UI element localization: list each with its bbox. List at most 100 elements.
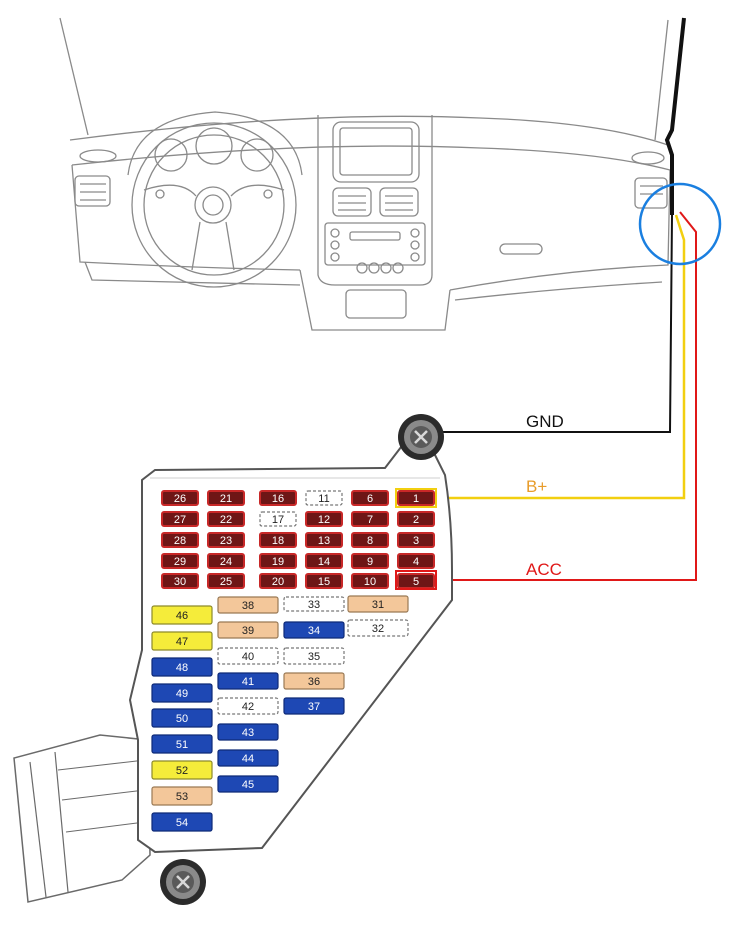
fuse-29: 29 <box>161 553 199 569</box>
fuse-31: 31 <box>347 595 409 613</box>
fuse-53-label: 53 <box>176 791 188 803</box>
fuse-27: 27 <box>161 511 199 527</box>
fuse-50: 50 <box>151 708 213 728</box>
fuse-51-label: 51 <box>176 739 188 751</box>
fuse-31-label: 31 <box>372 599 384 611</box>
fuse-46: 46 <box>151 605 213 625</box>
fuse-22: 22 <box>207 511 245 527</box>
wires <box>421 17 697 581</box>
fuse-49-label: 49 <box>176 688 188 700</box>
fuse-11-label: 11 <box>318 493 329 505</box>
fuse-48-label: 48 <box>176 662 188 674</box>
fuse-21-label: 21 <box>220 493 232 505</box>
fuse-25: 25 <box>207 573 245 589</box>
fuse-49: 49 <box>151 683 213 703</box>
fuse-22-label: 22 <box>220 514 232 526</box>
fuse-54-label: 54 <box>176 817 188 829</box>
fuse-35: 35 <box>283 647 345 665</box>
fuse-9-label: 9 <box>367 556 373 568</box>
fuse-40: 40 <box>217 647 279 665</box>
fuse-40-label: 40 <box>242 651 254 663</box>
fuse-39-label: 39 <box>242 625 254 637</box>
fuse-3: 3 <box>397 532 435 548</box>
fuse-20: 20 <box>259 573 297 589</box>
fuse-47-label: 47 <box>176 636 188 648</box>
fuse-41: 41 <box>217 672 279 690</box>
gnd-label: GND <box>526 412 564 431</box>
fuse-34-label: 34 <box>308 625 320 637</box>
fuse-42: 42 <box>217 697 279 715</box>
bplus-wire <box>430 214 686 500</box>
fuse-34: 34 <box>283 621 345 639</box>
fuse-35-label: 35 <box>308 651 320 663</box>
fuse-44: 44 <box>217 749 279 767</box>
fuse-23-label: 23 <box>220 535 232 547</box>
fuse-5: 5 <box>397 573 435 589</box>
fuse-14: 14 <box>305 553 343 569</box>
fuse-33: 33 <box>283 596 345 612</box>
fuse-19-label: 19 <box>272 556 284 568</box>
fuse-16: 16 <box>259 490 297 506</box>
fuse-28-label: 28 <box>174 535 186 547</box>
fuse-8: 8 <box>351 532 389 548</box>
fuse-15-label: 15 <box>318 576 330 588</box>
fuse-19: 19 <box>259 553 297 569</box>
fuse-43: 43 <box>217 723 279 741</box>
fuse-4-label: 4 <box>413 556 419 568</box>
fuse-24-label: 24 <box>220 556 232 568</box>
fuse-17: 17 <box>259 511 297 527</box>
fuse-11: 11 <box>305 490 343 506</box>
fuse-27-label: 27 <box>174 514 186 526</box>
fuse-9: 9 <box>351 553 389 569</box>
fuse-43-label: 43 <box>242 727 254 739</box>
fuse-7-label: 7 <box>367 514 373 526</box>
fuse-25-label: 25 <box>220 576 232 588</box>
fuse-12-label: 12 <box>318 514 330 526</box>
fuse-26-label: 26 <box>174 493 186 505</box>
fuse-17-label: 17 <box>272 514 284 526</box>
fuse-26: 26 <box>161 490 199 506</box>
fuse-5-highlight <box>395 570 437 590</box>
fuse-45-label: 45 <box>242 779 254 791</box>
fuse-36-label: 36 <box>308 676 320 688</box>
fuse-4: 4 <box>397 553 435 569</box>
fuse-10: 10 <box>351 573 389 589</box>
fuse-1-highlight <box>395 488 437 508</box>
fuse-32-label: 32 <box>372 623 384 635</box>
fuse-28: 28 <box>161 532 199 548</box>
fuse-23: 23 <box>207 532 245 548</box>
fuse-29-label: 29 <box>174 556 186 568</box>
fuse-18-label: 18 <box>272 535 284 547</box>
connection-highlight-circle <box>638 182 722 266</box>
fuse-3-label: 3 <box>413 535 419 547</box>
dashboard-outline <box>59 17 671 331</box>
fuse-21: 21 <box>207 490 245 506</box>
fuse-33-label: 33 <box>308 599 320 611</box>
fuse-13-label: 13 <box>318 535 330 547</box>
fuse-52-label: 52 <box>176 765 188 777</box>
fuse-20-label: 20 <box>272 576 284 588</box>
fuse-54: 54 <box>151 812 213 832</box>
fuse-38: 38 <box>217 596 279 614</box>
gnd-wire-upper <box>664 17 686 215</box>
fuse-8-label: 8 <box>367 535 373 547</box>
fuse-2: 2 <box>397 511 435 527</box>
fuse-5-label: 5 <box>413 576 419 588</box>
fuse-10-label: 10 <box>364 576 376 588</box>
fuse-14-label: 14 <box>318 556 330 568</box>
fuse-32: 32 <box>347 619 409 637</box>
fuse-39: 39 <box>217 621 279 639</box>
fuse-50-label: 50 <box>176 713 188 725</box>
fuse-37-label: 37 <box>308 701 320 713</box>
fuse-30-label: 30 <box>174 576 186 588</box>
fuse-30: 30 <box>161 573 199 589</box>
fuse-41-label: 41 <box>242 676 254 688</box>
fuse-48: 48 <box>151 657 213 677</box>
fuse-45: 45 <box>217 775 279 793</box>
fuse-53: 53 <box>151 786 213 806</box>
bplus-label: B+ <box>526 477 547 496</box>
fuse-47: 47 <box>151 631 213 651</box>
fuse-18: 18 <box>259 532 297 548</box>
